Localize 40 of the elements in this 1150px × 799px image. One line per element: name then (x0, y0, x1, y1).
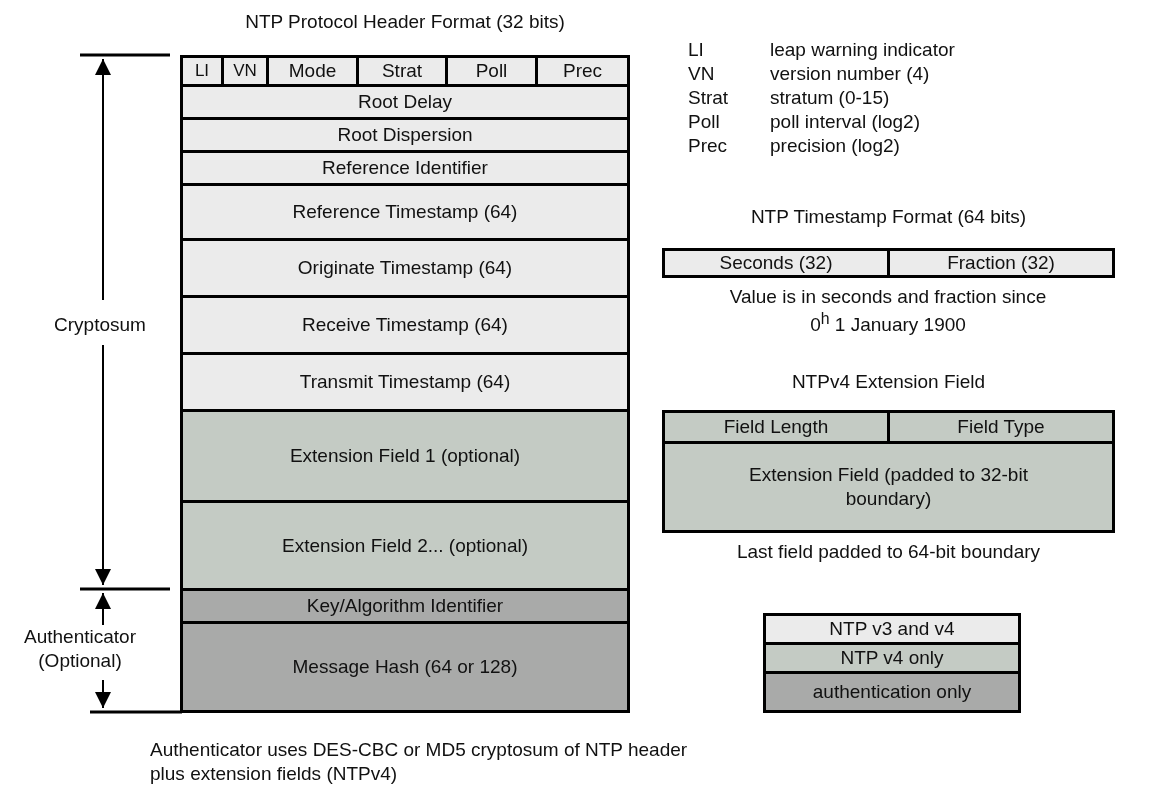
abbreviation: Poll (688, 110, 721, 134)
definition-text: poll interval (log2) (770, 110, 921, 134)
definition-text: version number (4) (770, 62, 931, 86)
header-field: Receive Timestamp (64) (180, 295, 630, 355)
header-field: Root Delay (180, 84, 630, 120)
extension-field-box: Extension Field (padded to 32-bit boundary) (662, 441, 1115, 533)
header-field: VN (221, 55, 269, 87)
legend-entry: NTP v4 only (763, 642, 1021, 674)
header-field: Strat (356, 55, 448, 87)
legend-entry: authentication only (763, 671, 1021, 713)
definition-text: precision (log2) (770, 134, 901, 158)
section-heading: NTP Timestamp Format (64 bits) (749, 205, 1028, 229)
header-field: Extension Field 2... (optional) (180, 500, 630, 591)
header-field: Reference Identifier (180, 150, 630, 186)
header-field: Extension Field 1 (optional) (180, 409, 630, 503)
definition-text: leap warning indicator (770, 38, 956, 62)
timestamp-field: Fraction (32) (887, 248, 1115, 278)
extension-field-box: Field Type (887, 410, 1115, 444)
description-text: Value is in seconds and fraction since 0$^{h}$ 1 January 1900 (728, 285, 1048, 337)
header-field: Message Hash (64 or 128) (180, 621, 630, 713)
header-field: Poll (445, 55, 538, 87)
diagram-title: NTP Protocol Header Format (32 bits) (244, 10, 566, 34)
header-field: Reference Timestamp (64) (180, 183, 630, 241)
abbreviation: Strat (688, 86, 730, 110)
section-heading: NTPv4 Extension Field (790, 370, 987, 394)
abbreviation: LI (688, 38, 705, 62)
extension-field-box: Field Length (662, 410, 890, 444)
header-field: Prec (535, 55, 630, 87)
note-text: Last field padded to 64-bit boundary (735, 540, 1042, 564)
header-field: Mode (266, 55, 359, 87)
caption-text: Authenticator uses DES-CBC or MD5 cryptosum of NTP header plus extension fields (NTPv4) (150, 738, 689, 786)
header-field: Transmit Timestamp (64) (180, 352, 630, 412)
header-field: Key/Algorithm Identifier (180, 588, 630, 624)
timestamp-field: Seconds (32) (662, 248, 890, 278)
definition-text: stratum (0-15) (770, 86, 891, 110)
legend-entry: NTP v3 and v4 (763, 613, 1021, 645)
abbreviation: Prec (688, 134, 729, 158)
header-field: Root Dispersion (180, 117, 630, 153)
abbreviation: VN (688, 62, 716, 86)
header-field: Originate Timestamp (64) (180, 238, 630, 298)
